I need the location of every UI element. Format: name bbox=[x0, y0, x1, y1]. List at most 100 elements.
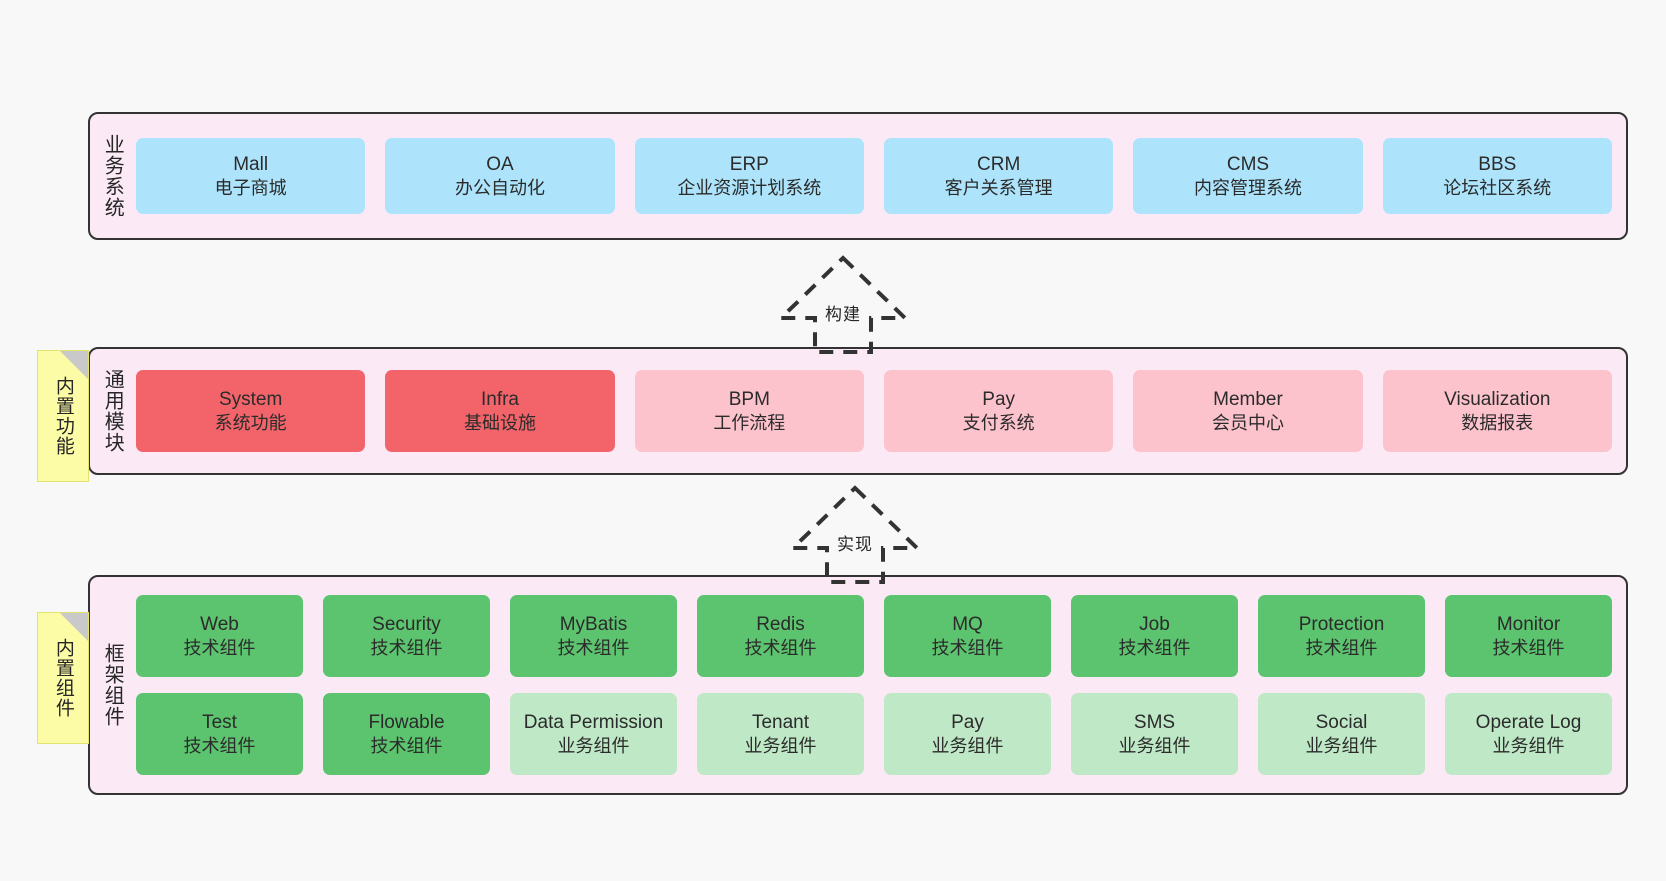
card-title: Pay bbox=[982, 388, 1016, 410]
card-subtitle: 支付系统 bbox=[962, 412, 1035, 433]
component-card-member[interactable]: Member 会员中心 bbox=[1133, 370, 1363, 452]
layer-framework-components: 框架组件 Web 技术组件 Security 技术组件 MyBatis 技术组件… bbox=[88, 575, 1628, 795]
card-subtitle: 客户关系管理 bbox=[944, 177, 1053, 198]
card-subtitle: 技术组件 bbox=[744, 637, 817, 658]
card-title: Web bbox=[200, 613, 239, 635]
card-subtitle: 技术组件 bbox=[1118, 637, 1191, 658]
card-subtitle: 业务组件 bbox=[744, 735, 817, 756]
card-subtitle: 业务组件 bbox=[1118, 735, 1191, 756]
card-title: Flowable bbox=[368, 711, 445, 733]
component-card-mybatis[interactable]: MyBatis 技术组件 bbox=[510, 595, 677, 677]
component-card-mall[interactable]: Mall 电子商城 bbox=[136, 138, 366, 214]
card-subtitle: 技术组件 bbox=[370, 637, 443, 658]
card-subtitle: 业务组件 bbox=[1305, 735, 1378, 756]
card-title: Tenant bbox=[751, 711, 810, 733]
card-title: Redis bbox=[756, 613, 805, 635]
component-card-flowable[interactable]: Flowable 技术组件 bbox=[323, 693, 490, 775]
card-title: MyBatis bbox=[559, 613, 628, 635]
card-subtitle: 内容管理系统 bbox=[1193, 177, 1302, 198]
component-card-protection[interactable]: Protection 技术组件 bbox=[1258, 595, 1425, 677]
component-row: Mall 电子商城 OA 办公自动化 ERP 企业资源计划系统 CRM 客户关系… bbox=[136, 138, 1612, 214]
card-title: Member bbox=[1213, 388, 1283, 410]
component-card-infra[interactable]: Infra 基础设施 bbox=[385, 370, 615, 452]
sticky-note-builtin-features: 内置功能 bbox=[37, 350, 89, 482]
arrow-label-implement: 实现 bbox=[837, 535, 873, 554]
layer-business-systems: 业务系统 Mall 电子商城 OA 办公自动化 ERP 企业资源计划系统 CRM… bbox=[88, 112, 1628, 240]
card-subtitle: 技术组件 bbox=[183, 637, 256, 658]
layer-common-modules: 通用模块 System 系统功能 Infra 基础设施 BPM 工作流程 Pay… bbox=[88, 347, 1628, 475]
component-card-social[interactable]: Social 业务组件 bbox=[1258, 693, 1425, 775]
component-card-monitor[interactable]: Monitor 技术组件 bbox=[1445, 595, 1612, 677]
card-title: Pay bbox=[951, 711, 984, 733]
component-card-crm[interactable]: CRM 客户关系管理 bbox=[883, 138, 1114, 214]
component-card-pay-business[interactable]: Pay 业务组件 bbox=[884, 693, 1051, 775]
card-title: OA bbox=[486, 153, 514, 175]
component-card-tenant[interactable]: Tenant 业务组件 bbox=[697, 693, 864, 775]
layer-title-common: 通用模块 bbox=[101, 369, 124, 453]
component-card-web[interactable]: Web 技术组件 bbox=[136, 595, 303, 677]
component-card-job[interactable]: Job 技术组件 bbox=[1071, 595, 1238, 677]
card-title: MQ bbox=[952, 613, 983, 635]
component-row: System 系统功能 Infra 基础设施 BPM 工作流程 Pay 支付系统… bbox=[136, 370, 1612, 452]
component-card-operate-log[interactable]: Operate Log 业务组件 bbox=[1445, 693, 1612, 775]
component-card-system[interactable]: System 系统功能 bbox=[136, 370, 366, 452]
card-subtitle: 技术组件 bbox=[370, 735, 443, 756]
note-text: 内置功能 bbox=[52, 376, 74, 456]
arrow-outline-icon bbox=[788, 485, 922, 584]
card-title: Job bbox=[1139, 613, 1170, 635]
card-subtitle: 技术组件 bbox=[557, 637, 630, 658]
component-card-visualization[interactable]: Visualization 数据报表 bbox=[1382, 370, 1612, 452]
card-subtitle: 数据报表 bbox=[1461, 412, 1534, 433]
card-title: SMS bbox=[1133, 711, 1176, 733]
card-subtitle: 技术组件 bbox=[1305, 637, 1378, 658]
component-card-data-permission[interactable]: Data Permission 业务组件 bbox=[510, 693, 677, 775]
card-subtitle: 业务组件 bbox=[1492, 735, 1565, 756]
layer-title-business: 业务系统 bbox=[101, 134, 124, 218]
component-card-redis[interactable]: Redis 技术组件 bbox=[697, 595, 864, 677]
card-subtitle: 企业资源计划系统 bbox=[677, 177, 822, 198]
card-subtitle: 业务组件 bbox=[931, 735, 1004, 756]
card-title: CRM bbox=[977, 153, 1021, 175]
card-title: Data Permission bbox=[523, 711, 664, 733]
card-title: Operate Log bbox=[1475, 711, 1582, 733]
layer-body-framework: Web 技术组件 Security 技术组件 MyBatis 技术组件 Redi… bbox=[134, 577, 1626, 793]
component-card-test[interactable]: Test 技术组件 bbox=[136, 693, 303, 775]
component-card-mq[interactable]: MQ 技术组件 bbox=[884, 595, 1051, 677]
card-title: Social bbox=[1315, 711, 1368, 733]
component-card-pay[interactable]: Pay 支付系统 bbox=[883, 370, 1114, 452]
card-subtitle: 系统功能 bbox=[214, 412, 287, 433]
card-subtitle: 电子商城 bbox=[214, 177, 287, 198]
component-row: Web 技术组件 Security 技术组件 MyBatis 技术组件 Redi… bbox=[136, 595, 1612, 677]
card-subtitle: 基础设施 bbox=[463, 412, 536, 433]
card-title: System bbox=[218, 388, 283, 410]
layer-body-business: Mall 电子商城 OA 办公自动化 ERP 企业资源计划系统 CRM 客户关系… bbox=[134, 114, 1626, 238]
layer-title-framework: 框架组件 bbox=[101, 643, 124, 727]
card-subtitle: 业务组件 bbox=[557, 735, 630, 756]
arrow-label-build: 构建 bbox=[825, 305, 861, 324]
card-title: BBS bbox=[1478, 153, 1517, 175]
card-title: BPM bbox=[728, 388, 770, 410]
card-subtitle: 会员中心 bbox=[1211, 412, 1284, 433]
component-row: Test 技术组件 Flowable 技术组件 Data Permission … bbox=[136, 693, 1612, 775]
component-card-bpm[interactable]: BPM 工作流程 bbox=[634, 370, 864, 452]
card-title: ERP bbox=[729, 153, 769, 175]
card-title: Mall bbox=[233, 153, 269, 175]
component-card-security[interactable]: Security 技术组件 bbox=[323, 595, 490, 677]
component-card-cms[interactable]: CMS 内容管理系统 bbox=[1133, 138, 1363, 214]
component-card-bbs[interactable]: BBS 论坛社区系统 bbox=[1382, 138, 1612, 214]
card-subtitle: 办公自动化 bbox=[454, 177, 545, 198]
card-title: Visualization bbox=[1444, 388, 1551, 410]
card-subtitle: 技术组件 bbox=[183, 735, 256, 756]
arrow-up-implement: 实现 bbox=[765, 478, 945, 588]
card-title: CMS bbox=[1226, 153, 1270, 175]
component-card-oa[interactable]: OA 办公自动化 bbox=[385, 138, 615, 214]
card-subtitle: 工作流程 bbox=[713, 412, 786, 433]
arrow-up-build: 构建 bbox=[753, 248, 933, 358]
component-card-sms[interactable]: SMS 业务组件 bbox=[1071, 693, 1238, 775]
layer-body-common: System 系统功能 Infra 基础设施 BPM 工作流程 Pay 支付系统… bbox=[134, 349, 1626, 473]
component-card-erp[interactable]: ERP 企业资源计划系统 bbox=[634, 138, 864, 214]
card-subtitle: 技术组件 bbox=[931, 637, 1004, 658]
card-title: Test bbox=[202, 711, 237, 733]
sticky-note-builtin-components: 内置组件 bbox=[37, 612, 89, 744]
